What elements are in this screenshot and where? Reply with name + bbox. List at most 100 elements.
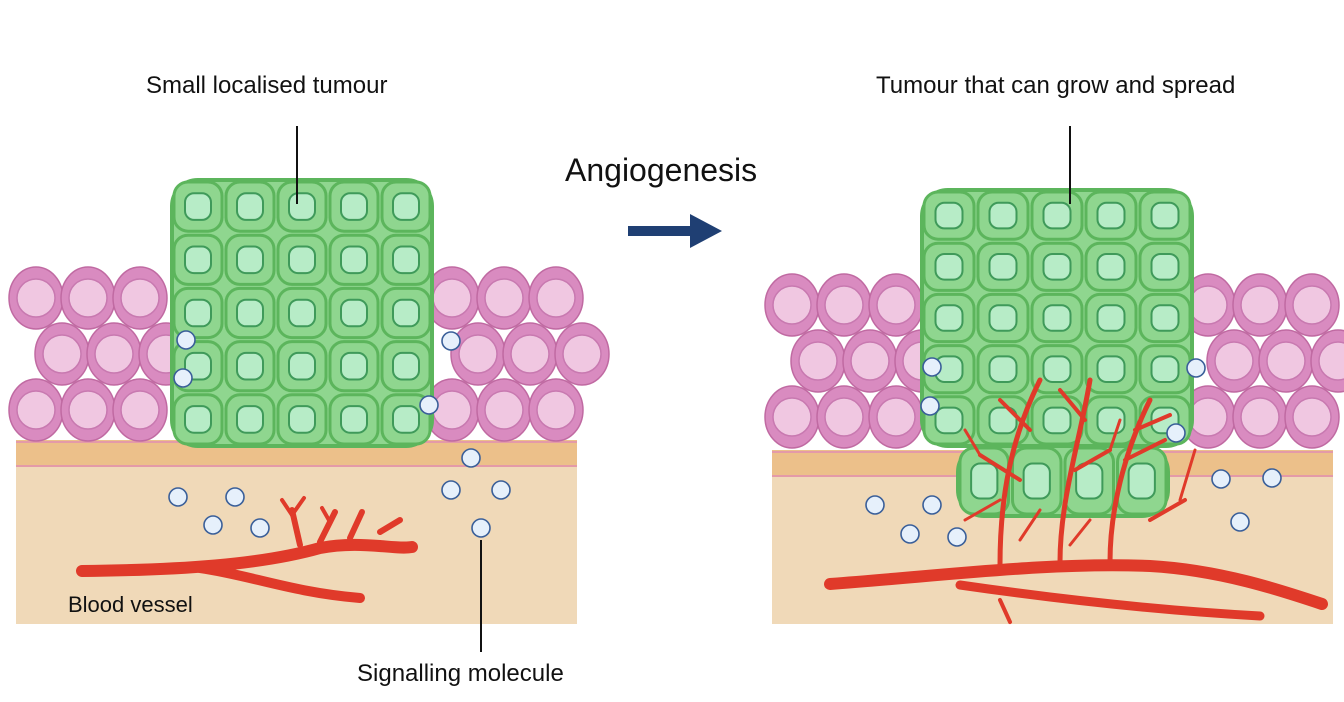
signalling-molecule-icon xyxy=(176,330,196,350)
tumour-cell xyxy=(224,233,276,286)
tumour-cell-nucleus xyxy=(340,192,368,221)
tumour-cell xyxy=(172,286,224,340)
normal-cell xyxy=(112,266,168,330)
tumour-cell-nucleus xyxy=(392,351,420,381)
tumour-cell xyxy=(276,340,328,393)
tumour-cell xyxy=(380,393,432,446)
tumour-cell xyxy=(328,180,380,233)
normal-cell-nucleus xyxy=(876,397,916,437)
right-vessel-branch-12 xyxy=(963,428,982,457)
normal-cell-nucleus xyxy=(94,334,134,374)
tumour-cell-nucleus xyxy=(1042,355,1072,383)
tumour-cell xyxy=(276,393,328,446)
tumour-cell-nucleus xyxy=(1150,304,1180,332)
right-vessel-trunk-b xyxy=(1057,377,1093,565)
tumour-cell xyxy=(1011,446,1063,516)
normal-cell xyxy=(112,378,168,442)
signalling-molecule-icon xyxy=(900,524,920,544)
tumour-cell-nucleus xyxy=(392,245,420,275)
normal-cell-nucleus xyxy=(536,390,576,430)
tumour-cell-nucleus xyxy=(1096,253,1126,281)
left-normal-cells xyxy=(8,266,610,442)
tumour-cell-nucleus xyxy=(988,253,1018,281)
tumour-cell-nucleus xyxy=(1150,253,1180,281)
tumour-cell-nucleus xyxy=(1096,355,1126,383)
signalling-molecule-icon xyxy=(173,368,193,388)
left-signalling-molecules xyxy=(168,330,511,538)
normal-cell-nucleus xyxy=(16,390,56,430)
tumour-cell-nucleus xyxy=(288,405,316,434)
tumour-cell xyxy=(172,180,224,233)
tumour-cell xyxy=(172,393,224,446)
tumour-cell-nucleus xyxy=(1042,304,1072,332)
normal-cell xyxy=(842,329,898,393)
normal-cell xyxy=(816,385,872,449)
right-vessel-branch-3 xyxy=(1073,448,1112,472)
normal-cell xyxy=(476,378,532,442)
tumour-cell xyxy=(276,233,328,286)
normal-cell xyxy=(1284,273,1340,337)
right-vessel-branch-13 xyxy=(1108,418,1122,452)
tumour-cell-nucleus xyxy=(970,462,999,500)
tumour-cell-nucleus xyxy=(392,405,420,434)
tumour-cell xyxy=(224,286,276,340)
tumour-cell xyxy=(976,395,1030,446)
normal-cell-nucleus xyxy=(484,390,524,430)
normal-cell-nucleus xyxy=(432,390,472,430)
tumour-cell xyxy=(1030,344,1084,395)
left-vessel-branch-b xyxy=(317,509,338,545)
signalling-molecule-icon xyxy=(441,480,461,500)
signalling-molecule-icon xyxy=(441,331,461,351)
normal-cell xyxy=(60,266,116,330)
right-vessel-branch-11 xyxy=(1178,448,1197,502)
tumour-cell xyxy=(1138,241,1192,292)
tumour-cell-nucleus xyxy=(184,298,212,328)
tumour-cell xyxy=(1116,446,1168,516)
signalling-molecule-icon xyxy=(922,495,942,515)
signalling-molecule-icon xyxy=(1262,468,1282,488)
right-vessel-branch-5 xyxy=(1123,438,1167,462)
normal-cell xyxy=(1310,329,1344,393)
normal-cell xyxy=(86,322,142,386)
normal-cell-nucleus xyxy=(42,334,82,374)
tumour-cell-nucleus xyxy=(1096,201,1126,230)
signalling-molecule-icon xyxy=(1230,512,1250,532)
left-tumour xyxy=(170,178,434,448)
arrow-shaft xyxy=(628,226,692,236)
tumour-cell-nucleus xyxy=(1022,462,1051,500)
tumour-cell-nucleus xyxy=(184,192,212,221)
tumour-cell xyxy=(1030,241,1084,292)
right-normal-cells xyxy=(764,273,1344,449)
signalling-molecule-icon xyxy=(920,396,940,416)
signalling-molecule-icon xyxy=(865,495,885,515)
normal-cell xyxy=(764,385,820,449)
right-signalling-molecules xyxy=(865,357,1282,547)
tumour-cell xyxy=(922,241,976,292)
tumour-cell xyxy=(1138,190,1192,241)
normal-cell-nucleus xyxy=(562,334,602,374)
normal-cell xyxy=(1258,329,1314,393)
normal-cell xyxy=(764,273,820,337)
right-vessel-branch-2 xyxy=(998,398,1032,432)
arrow-head xyxy=(690,214,722,248)
tumour-cell xyxy=(1030,292,1084,344)
normal-cell-nucleus xyxy=(824,397,864,437)
signalling-molecule-icon xyxy=(471,518,491,538)
normal-cell-nucleus xyxy=(1214,341,1254,381)
right-vessel-branch-7 xyxy=(1148,498,1187,522)
tumour-cell xyxy=(1084,190,1138,241)
tumour-cell xyxy=(172,233,224,286)
signalling-molecule-icon xyxy=(168,487,188,507)
right-blood-vessels xyxy=(824,377,1328,624)
right-vessel-branch-9 xyxy=(1068,518,1092,547)
tumour-cell xyxy=(922,190,976,241)
tumour-cell-nucleus xyxy=(340,298,368,328)
signalling-molecule-icon xyxy=(1186,358,1206,378)
normal-cell-nucleus xyxy=(458,334,498,374)
tumour-cell-nucleus xyxy=(340,245,368,275)
normal-cell-nucleus xyxy=(1240,285,1280,325)
normal-cell-nucleus xyxy=(772,285,812,325)
left-vessel-branch-e xyxy=(280,498,294,517)
tumour-cell xyxy=(1084,344,1138,395)
normal-cell-nucleus xyxy=(536,278,576,318)
